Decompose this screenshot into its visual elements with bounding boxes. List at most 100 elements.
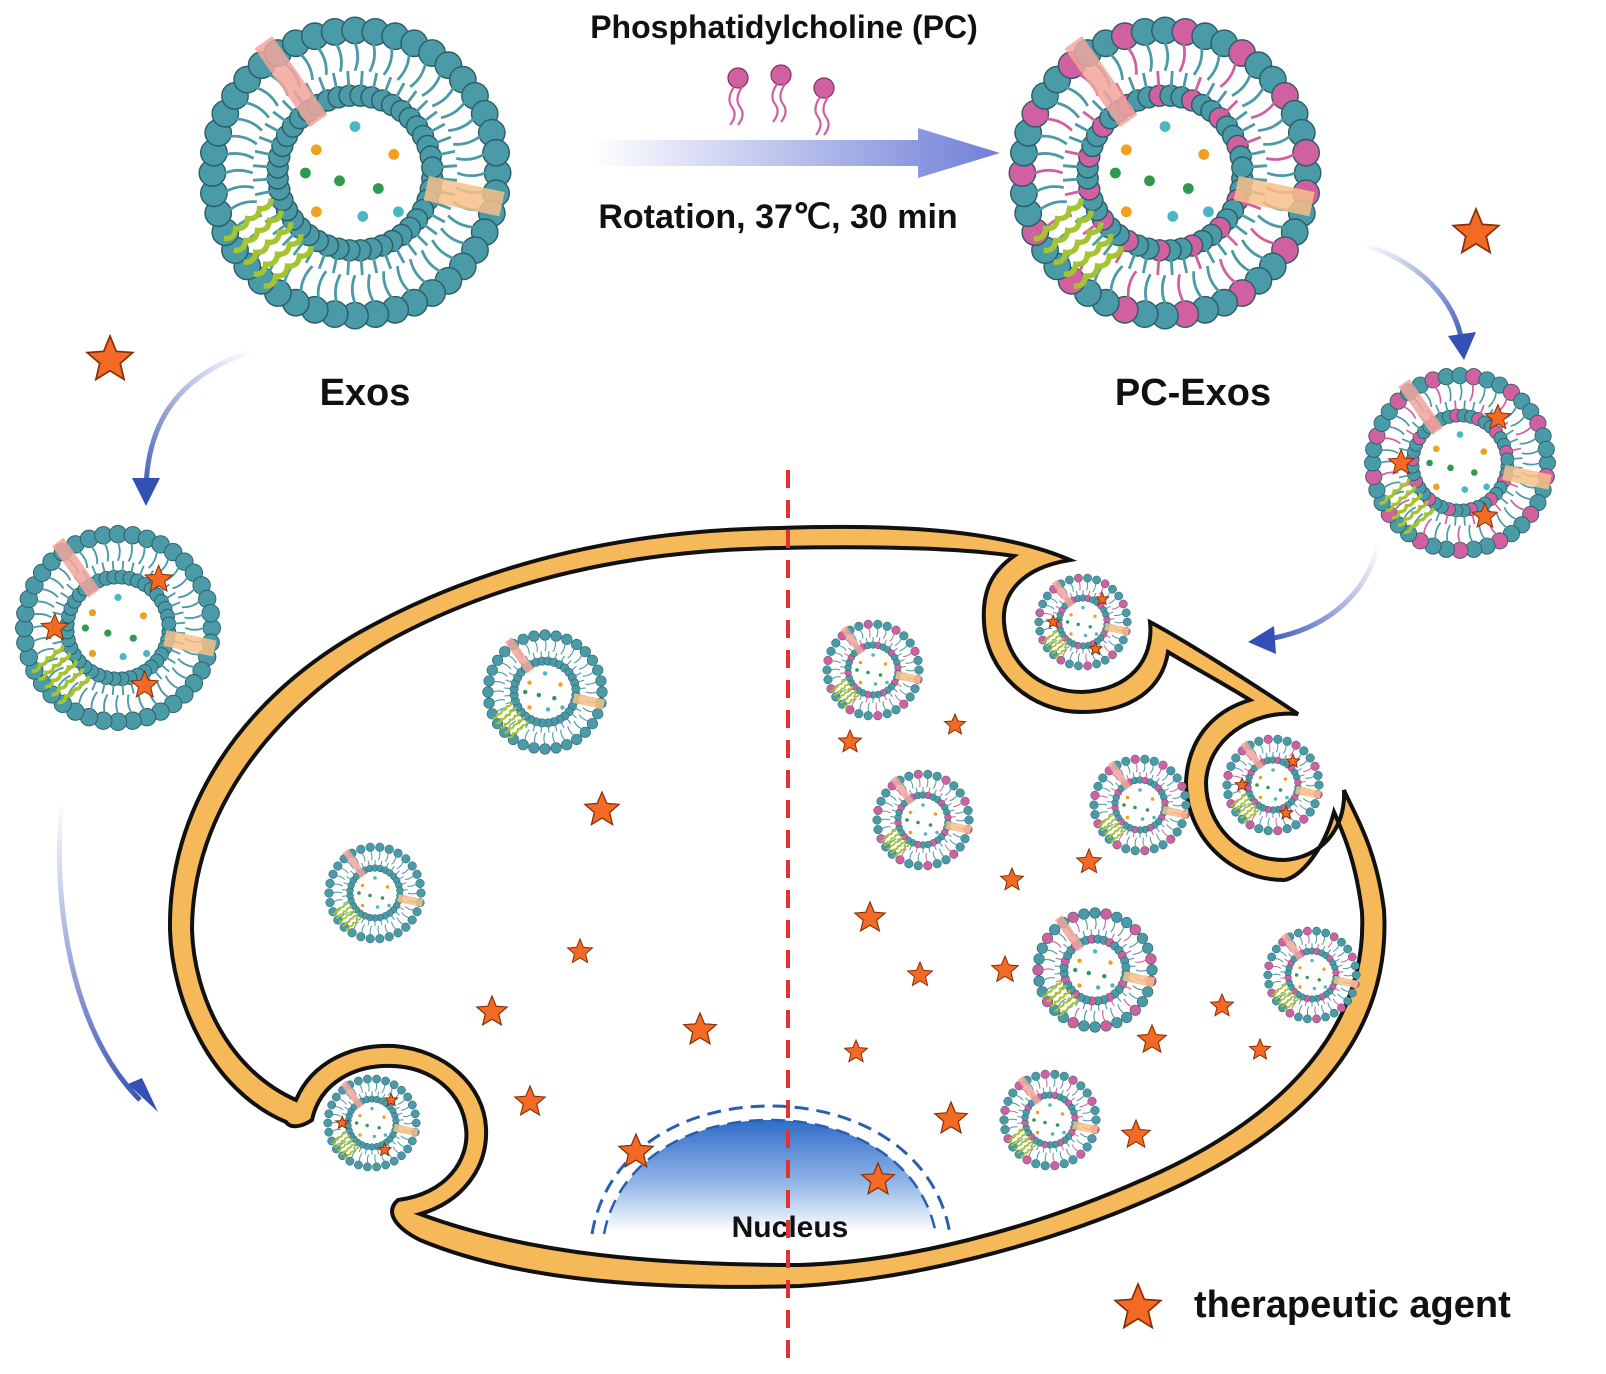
lipid-tail <box>1128 957 1135 961</box>
cargo-dot <box>1093 614 1097 618</box>
lipid-tail <box>1478 387 1486 404</box>
lipid-tail <box>1193 76 1203 93</box>
lipid-tail <box>397 1099 406 1105</box>
lipid-tail <box>372 72 379 89</box>
membrane-protein <box>1064 36 1138 128</box>
lipid-tail <box>367 860 370 866</box>
process-arrow-body <box>592 128 1000 178</box>
lipid-tail <box>1046 949 1058 955</box>
lipid-tail <box>1074 1007 1080 1019</box>
lipid-tail <box>532 725 536 732</box>
cargo-dot <box>1144 175 1155 187</box>
lipid-tail <box>552 731 556 744</box>
lipid-tail <box>385 918 389 924</box>
lipid-tail <box>353 921 359 930</box>
protein-helix <box>890 839 907 854</box>
lipid-tail <box>1044 1152 1048 1162</box>
lipid-tail <box>1062 164 1079 169</box>
lipid-tail <box>1108 794 1114 797</box>
lipid-tail <box>1251 164 1268 169</box>
lipid-head <box>1092 575 1101 585</box>
cargo-dot <box>545 707 551 712</box>
lipid-tail <box>358 1093 362 1099</box>
lipid-head <box>826 646 836 656</box>
cargo-dot <box>1456 431 1464 438</box>
cargo-dot <box>375 905 380 909</box>
cargo-dot <box>923 832 928 836</box>
lipid-tail <box>415 233 429 247</box>
lipid-head <box>1059 1159 1069 1169</box>
lipid-tail <box>359 1084 363 1093</box>
protein-helix <box>1042 629 1058 644</box>
lipid-tail <box>1042 1087 1045 1093</box>
lipid-tail <box>372 257 379 274</box>
drug-star-icon <box>617 1132 655 1168</box>
lipid-tail <box>1036 1145 1040 1151</box>
lipid-tail <box>1142 837 1145 848</box>
condition-label: Rotation, 37℃, 30 min <box>598 198 957 236</box>
lipid-tail <box>1289 748 1295 757</box>
lipid-head <box>333 861 343 871</box>
lipid-head <box>1121 1011 1133 1023</box>
lipid-head <box>1031 1071 1041 1081</box>
lipid-tail <box>252 164 269 169</box>
cargo-dot <box>388 149 400 160</box>
lipid-head <box>323 1118 333 1128</box>
lipid-tail <box>1082 930 1086 937</box>
lipid-head <box>1321 928 1330 938</box>
lipid-tail <box>560 722 565 729</box>
lipid-tail <box>1231 791 1241 795</box>
lipid-tail <box>1288 953 1293 958</box>
lipid-tail <box>1059 600 1064 605</box>
lipid-tail <box>359 259 364 276</box>
cargo-dot <box>310 206 322 218</box>
lipid-tail <box>1283 754 1287 760</box>
lipid-head <box>1263 826 1273 836</box>
reagent-label: Phosphatidylcholine (PC) <box>590 9 978 45</box>
lipid-tail <box>1055 1147 1058 1153</box>
drug-star-icon <box>837 728 863 753</box>
protein-helix <box>1043 210 1094 254</box>
pc-lipid-head <box>1161 798 1169 807</box>
lipid-tail <box>1111 634 1120 639</box>
protein-helix <box>31 644 65 673</box>
lipid-tail <box>508 672 515 677</box>
lipid-head <box>1121 608 1131 618</box>
lipid-tail <box>504 694 511 697</box>
transmembrane-protein <box>830 678 860 708</box>
lipid-tail <box>838 688 847 695</box>
lipid-tail <box>1076 1095 1085 1102</box>
lipid-tail <box>894 803 900 807</box>
lipid-head <box>1033 953 1045 965</box>
cargo-dot <box>1278 788 1283 792</box>
pc-lipid-head <box>1337 1003 1346 1013</box>
lipid-head <box>1082 1142 1092 1152</box>
lipid-tail <box>1145 832 1148 838</box>
lipid-tail <box>1383 481 1401 489</box>
lipid-tail <box>571 665 577 671</box>
lipid-tail <box>1108 640 1116 647</box>
drug-star-icon <box>860 1161 896 1196</box>
pc-tail <box>771 83 779 123</box>
lipid-tail <box>1098 587 1104 595</box>
cargo-dot <box>1081 605 1085 610</box>
lipid-tail <box>917 852 921 862</box>
lipid-head <box>1038 599 1048 609</box>
lipid-tail <box>281 233 295 247</box>
lipid-tail <box>1043 959 1056 963</box>
lipid-tail <box>1035 185 1065 193</box>
lipid-tail <box>1238 803 1247 810</box>
lipid-tail <box>332 891 343 894</box>
lipid-tail <box>543 732 546 745</box>
internalized-pc-exos-vesicle <box>1263 926 1361 1024</box>
protein-helix <box>1237 800 1254 815</box>
lipid-tail <box>346 861 354 869</box>
protein-helix <box>1397 500 1429 527</box>
lipid-tail <box>361 852 366 862</box>
lipid-tail <box>1296 768 1302 772</box>
lipid-tail <box>1278 993 1287 999</box>
lipid-tail <box>391 866 395 871</box>
cargo-dot <box>1125 815 1130 820</box>
lipid-head <box>1140 754 1150 764</box>
lipid-head <box>1087 1134 1097 1144</box>
